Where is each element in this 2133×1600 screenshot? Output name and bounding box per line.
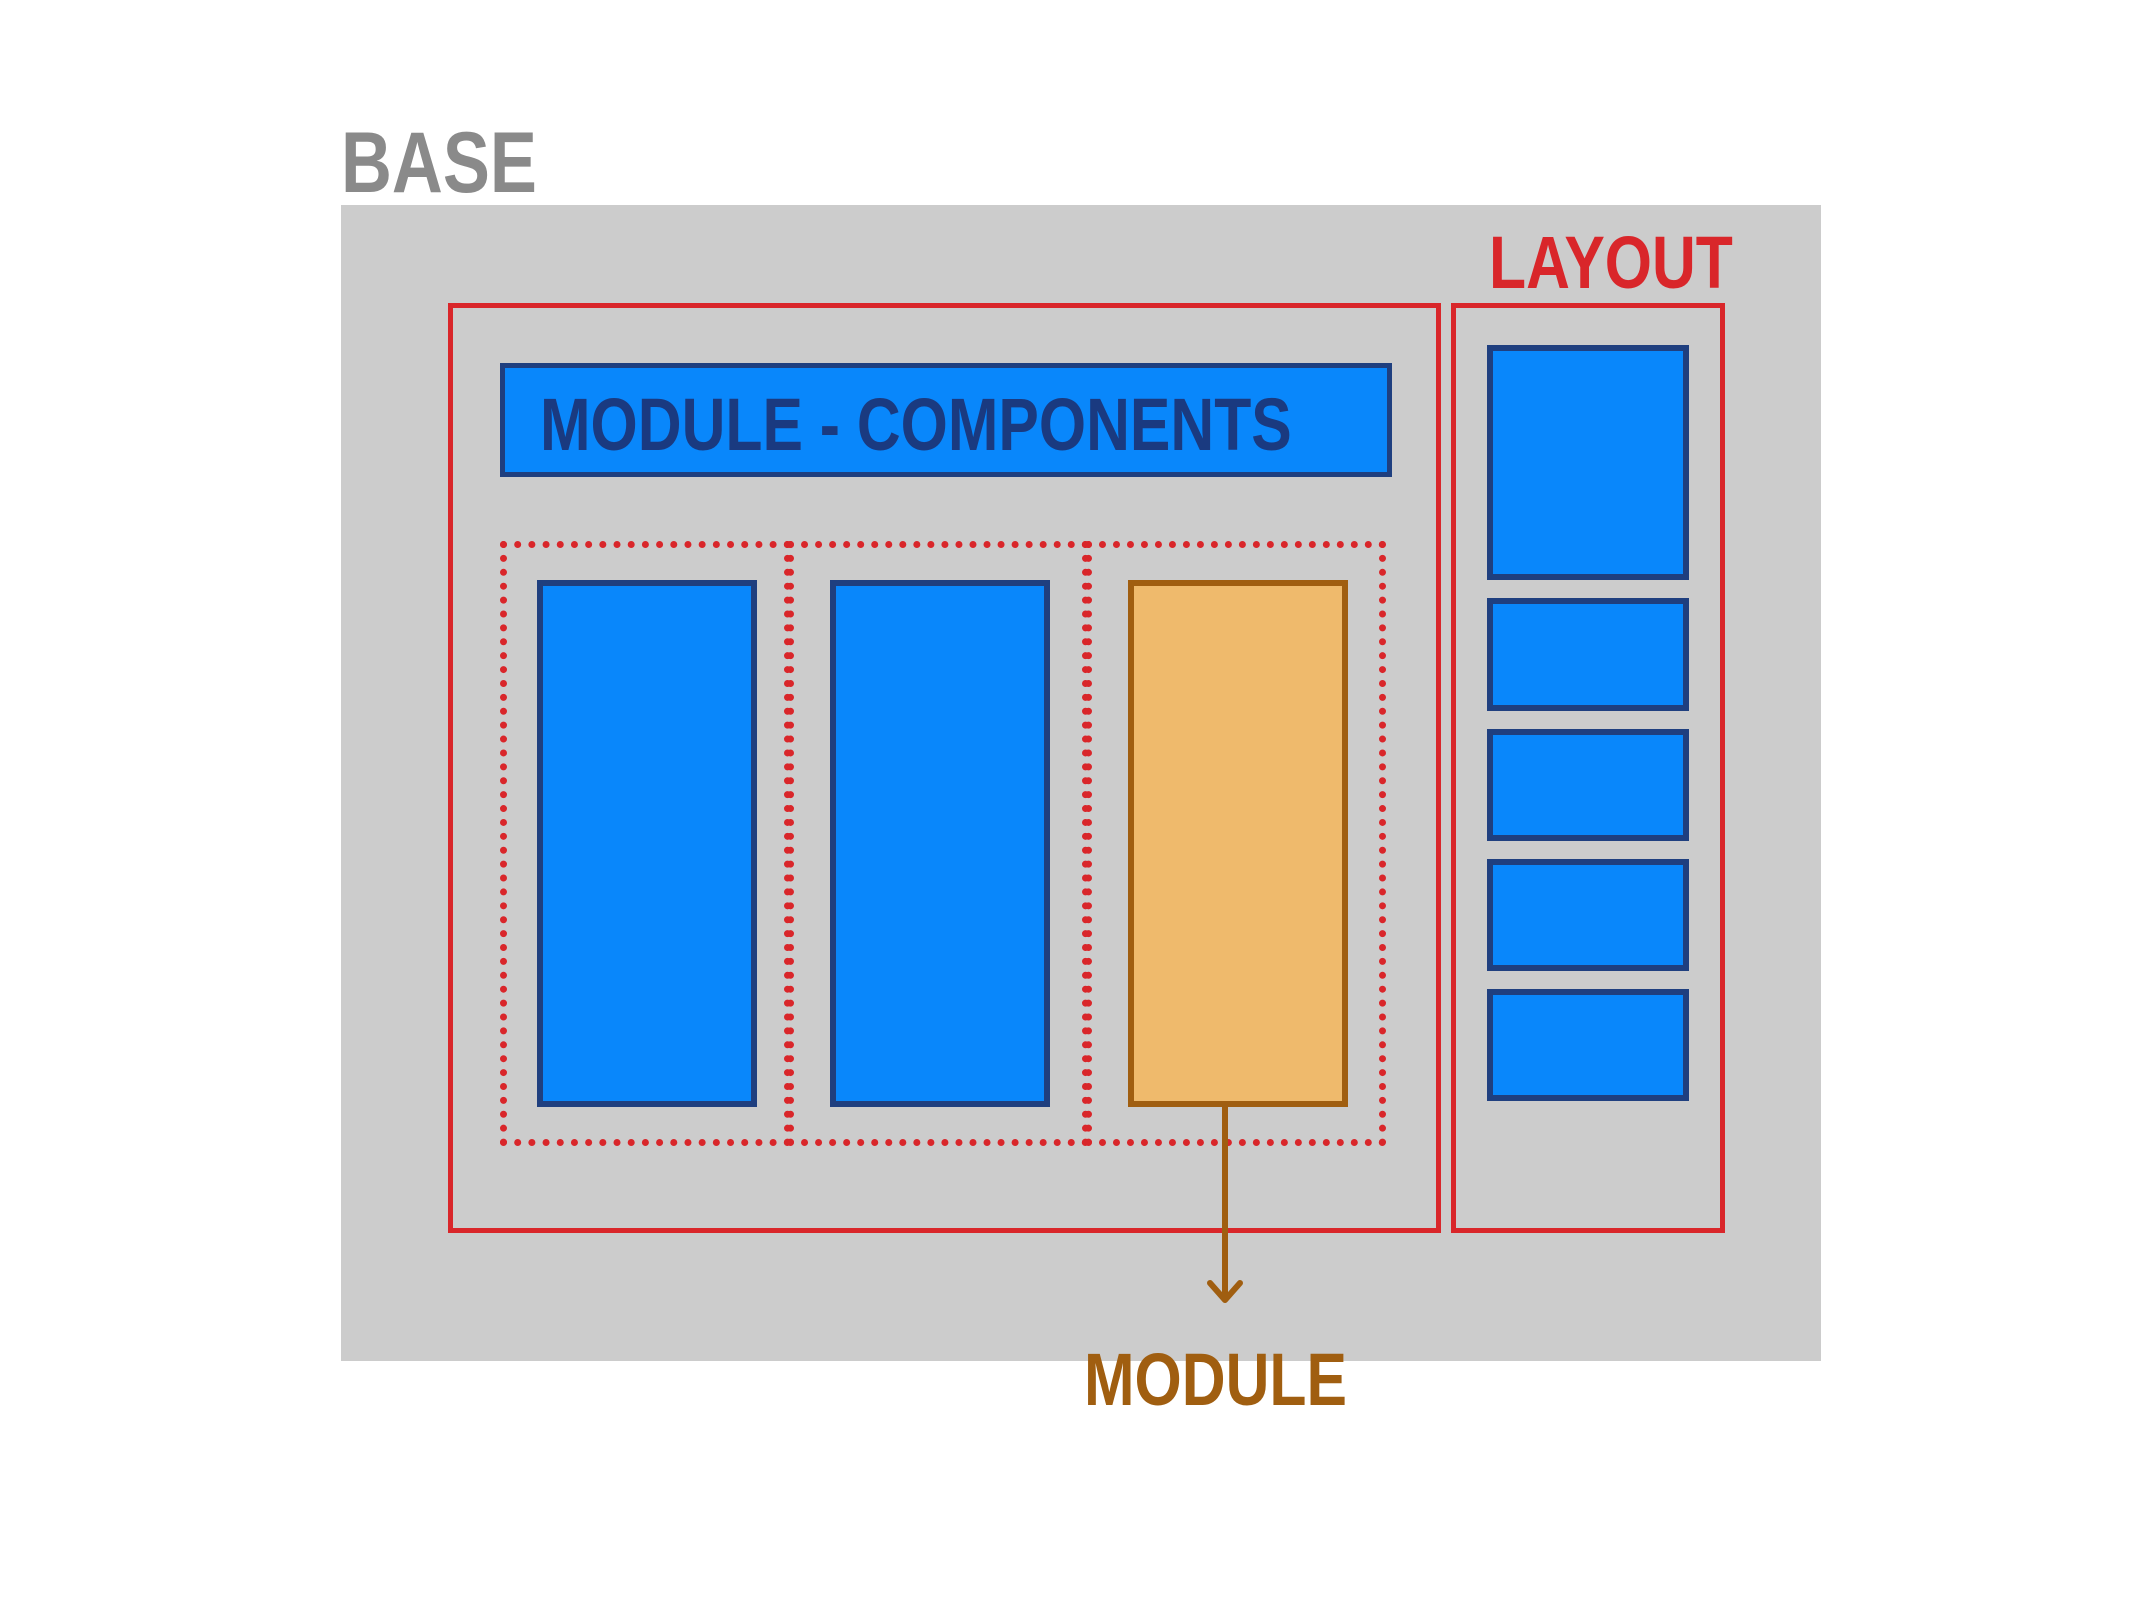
- layout-main-region: [448, 303, 1441, 1233]
- sidebar-block-1: [1487, 345, 1689, 580]
- base-label: BASE: [341, 115, 537, 211]
- module-block: [1128, 580, 1348, 1107]
- layout-label: LAYOUT: [1489, 221, 1733, 304]
- sidebar-block-5: [1487, 989, 1689, 1101]
- component-block-1: [537, 580, 757, 1107]
- layout-slot-3: [1085, 541, 1386, 1146]
- sidebar-block-2: [1487, 598, 1689, 711]
- module-components-bar: [500, 363, 1392, 477]
- sidebar-block-4: [1487, 859, 1689, 971]
- sidebar-block-3: [1487, 729, 1689, 841]
- component-block-2: [830, 580, 1050, 1107]
- layout-sidebar-region: [1451, 303, 1725, 1233]
- module-components-label: MODULE - COMPONENTS: [540, 383, 1292, 466]
- module-label: MODULE: [1084, 1338, 1347, 1421]
